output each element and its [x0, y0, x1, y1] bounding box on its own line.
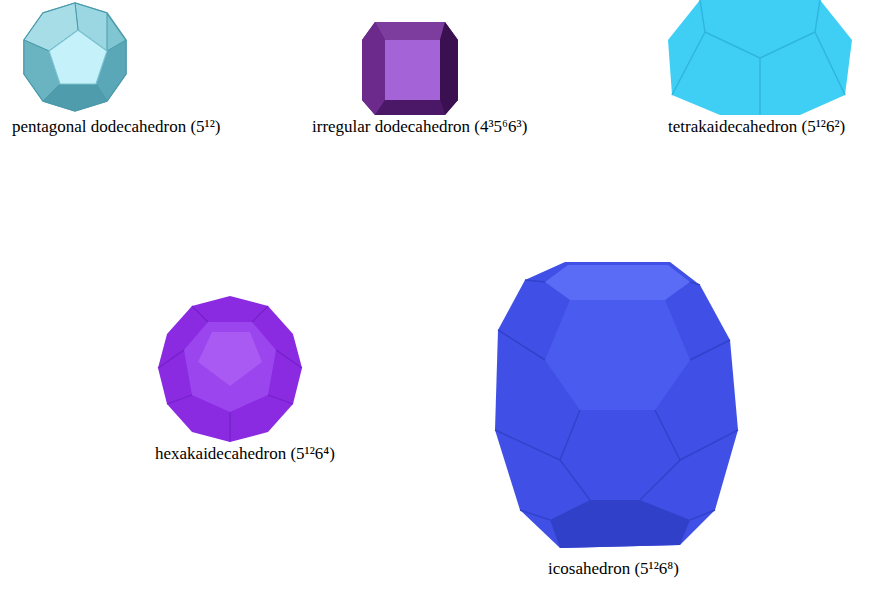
tetrakaidecahedron [668, 0, 852, 115]
irregular-dodecahedron [362, 22, 458, 115]
hexakaidecahedron [158, 296, 302, 442]
caption-label: tetrakaidecahedron (5¹²6²) [668, 117, 845, 137]
caption-label: icosahedron (5¹²6⁸) [548, 559, 679, 579]
pentagonal-dodecahedron [24, 3, 126, 111]
caption-label: hexakaidecahedron (5¹²6⁴) [155, 444, 335, 464]
caption-label: pentagonal dodecahedron (5¹²) [12, 117, 220, 137]
caption-label: irregular dodecahedron (4³5⁶6³) [312, 117, 527, 137]
icosahedron [495, 262, 738, 548]
